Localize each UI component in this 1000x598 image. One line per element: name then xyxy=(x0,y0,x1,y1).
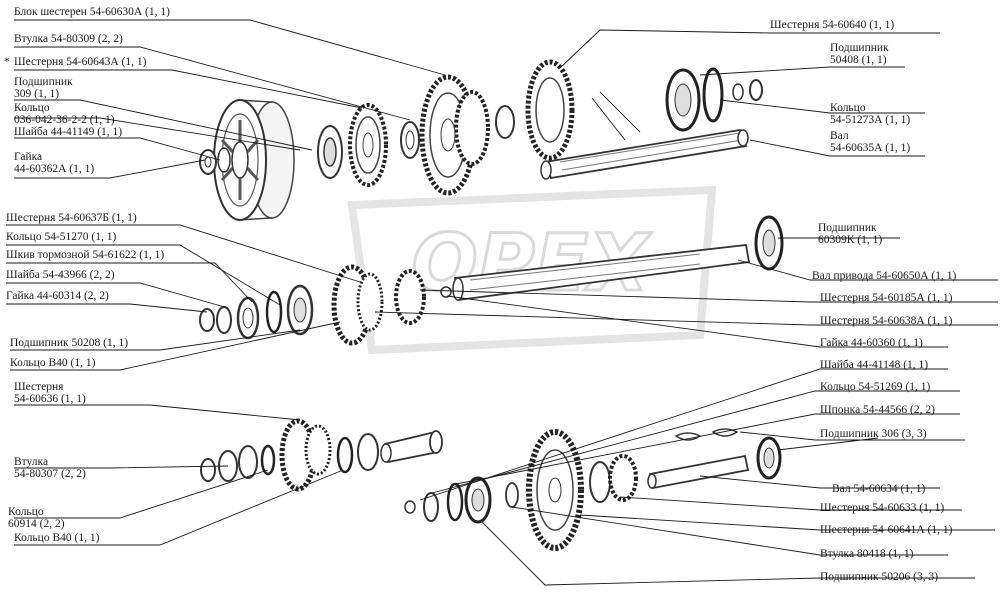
pulley-61622 xyxy=(236,296,260,340)
label-shaft-60635a: Вал 54-60635А (1, 1) xyxy=(830,130,910,154)
label-bearing-50408: Подшипник 50408 (1, 1) xyxy=(830,42,889,66)
left-small-parts xyxy=(200,444,276,482)
label-gear-60643a: Шестерня 54-60643А (1, 1) xyxy=(14,56,147,68)
drive-shaft-60650a xyxy=(452,244,751,302)
label-gear-60636-line2: 54-60636 (1, 1) xyxy=(14,393,86,405)
label-bearing-60309k: Подшипник 60309К (1, 1) xyxy=(818,222,882,246)
label-ring-51269: Кольцо 54-51269 (1, 1) xyxy=(820,381,931,393)
label-nut-60362a: Гайка 44-60362А (1, 1) xyxy=(14,151,94,175)
label-gear-60633: Шестерня 54-60633 (1, 1) xyxy=(820,502,945,514)
label-washer-41148: Шайба 44-41148 (1, 1) xyxy=(820,359,929,371)
label-bushing-80307-line2: 54-80307 (2, 2) xyxy=(14,468,86,480)
label-nut-60314: Гайка 44-60314 (2, 2) xyxy=(6,290,109,302)
washer-41149 xyxy=(217,147,231,173)
top-assembly xyxy=(199,59,763,221)
ring-60914 xyxy=(336,433,379,474)
bushing-80309 xyxy=(400,121,420,159)
label-gear-60636: Шестерня 54-60636 (1, 1) xyxy=(14,381,86,405)
label-drive-shaft-60650a: Вал привода 54-60650А (1, 1) xyxy=(812,270,957,282)
gear-60637b xyxy=(331,264,384,346)
label-bearing-50408-line2: 50408 (1, 1) xyxy=(830,54,887,66)
washer-43966 xyxy=(216,306,232,334)
label-nut-60362a-line2: 44-60362А (1, 1) xyxy=(14,163,95,175)
label-bearing-50408-line1: Подшипник xyxy=(830,42,889,54)
label-key-44566: Шпонка 54-44566 (2, 2) xyxy=(820,404,935,416)
brake-drum xyxy=(213,99,295,221)
gear-60641a xyxy=(526,429,584,551)
middle-assembly xyxy=(199,215,784,346)
label-ring-51270: Кольцо 54-51270 (1, 1) xyxy=(6,231,117,243)
label-ring-036: Кольцо 036-042-36-2-2 (1, 1) xyxy=(14,102,115,126)
label-bearing-50206: Подшипник 50206 (3, 3) xyxy=(820,571,939,583)
nut-top-right xyxy=(732,79,763,101)
label-bushing-80307-line1: Втулка xyxy=(14,456,49,468)
bearing-309 xyxy=(317,125,343,179)
ring-51273a xyxy=(702,67,724,123)
label-bushing-80309: Втулка 54-80309 (2, 2) xyxy=(14,33,123,45)
label-ring-036-line2: 036-042-36-2-2 (1, 1) xyxy=(14,114,115,126)
label-gear-60638a: Шестерня 54-60638А (1, 1) xyxy=(820,315,953,327)
label-washer-43966: Шайба 54-43966 (2, 2) xyxy=(6,269,115,281)
label-shaft-60635a-line2: 54-60635А (1, 1) xyxy=(830,142,911,154)
label-bearing-60309k-line2: 60309К (1, 1) xyxy=(818,234,883,246)
label-bearing-309-line2: 309 (1, 1) xyxy=(14,88,60,100)
bearing-50206 xyxy=(464,476,492,524)
label-pulley-61622: Шкив тормозной 54-61622 (1, 1) xyxy=(6,249,165,261)
gear-60638a xyxy=(394,269,426,325)
label-bearing-309: Подшипник 309 (1, 1) xyxy=(14,76,73,100)
gear-60633 xyxy=(589,454,638,503)
shaft-60635a xyxy=(540,128,749,180)
label-ring-036-line1: Кольцо xyxy=(14,102,50,114)
ring-51270 xyxy=(265,290,283,334)
label-ring-51273a-line2: 54-51273А (1, 1) xyxy=(830,114,911,126)
bushing-tube xyxy=(380,430,443,464)
label-bearing-306: Подшипник 306 (3, 3) xyxy=(820,428,927,440)
label-bearing-50208: Подшипник 50208 (1, 1) xyxy=(10,337,129,349)
bushing-80418 xyxy=(505,482,519,508)
label-gear-60637b: Шестерня 54-60637Б (1, 1) xyxy=(6,212,137,224)
label-ring-51273a-line1: Кольцо xyxy=(830,102,866,114)
label-bearing-309-line1: Подшипник xyxy=(14,76,73,88)
label-shaft-60635a-line1: Вал xyxy=(830,130,849,142)
bushing-small xyxy=(495,105,515,139)
label-nut-60360: Гайка 44-60360 (1, 1) xyxy=(820,337,923,349)
washers-bottom xyxy=(404,482,464,522)
label-star-mark: * xyxy=(4,56,10,68)
gear-block-60630a xyxy=(419,74,490,196)
label-bushing-80418: Втулка 80418 (1, 1) xyxy=(820,548,914,560)
label-washer-41149: Шайба 44-41149 (1, 1) xyxy=(14,126,123,138)
label-bushing-80307: Втулка 54-80307 (2, 2) xyxy=(14,456,86,480)
bearing-306 xyxy=(756,436,782,480)
bearing-60309k xyxy=(754,215,784,271)
label-nut-60362a-line1: Гайка xyxy=(14,151,43,163)
gear-60636 xyxy=(279,418,332,492)
nut-60360 xyxy=(440,286,452,298)
label-gear-60641a: Шестерня 54-60641А (1, 1) xyxy=(820,524,953,536)
shaft-60634 xyxy=(647,454,750,490)
label-gear-block-60630a: Блок шестерен 54-60630А (1, 1) xyxy=(14,6,170,18)
label-gear-60636-line1: Шестерня xyxy=(14,381,64,393)
nut-60362a xyxy=(199,149,217,175)
label-ring-b40-top: Кольцо В40 (1, 1) xyxy=(10,357,96,369)
label-ring-60914-line2: 60914 (2, 2) xyxy=(8,518,65,530)
label-gear-60185a: Шестерня 54-60185А (1, 1) xyxy=(820,292,953,304)
label-gear-60640: Шестерня 54-60640 (1, 1) xyxy=(770,19,895,31)
label-bearing-60309k-line1: Подшипник xyxy=(818,222,877,234)
bearing-50208 xyxy=(286,284,314,336)
bearing-50408 xyxy=(665,68,701,132)
label-ring-b40-bottom: Кольцо В40 (1, 1) xyxy=(14,532,100,544)
gear-60640 xyxy=(525,59,575,161)
label-ring-60914-line1: Кольцо xyxy=(8,506,44,518)
leader-lines xyxy=(6,19,998,586)
nut-60314 xyxy=(199,308,215,332)
bottom-assembly xyxy=(200,418,782,551)
label-ring-51273a: Кольцо 54-51273А (1, 1) xyxy=(830,102,910,126)
label-shaft-60634: Вал 54-60634 (1, 1) xyxy=(832,483,926,495)
gear-60643a xyxy=(348,103,388,187)
label-ring-60914: Кольцо 60914 (2, 2) xyxy=(8,506,65,530)
